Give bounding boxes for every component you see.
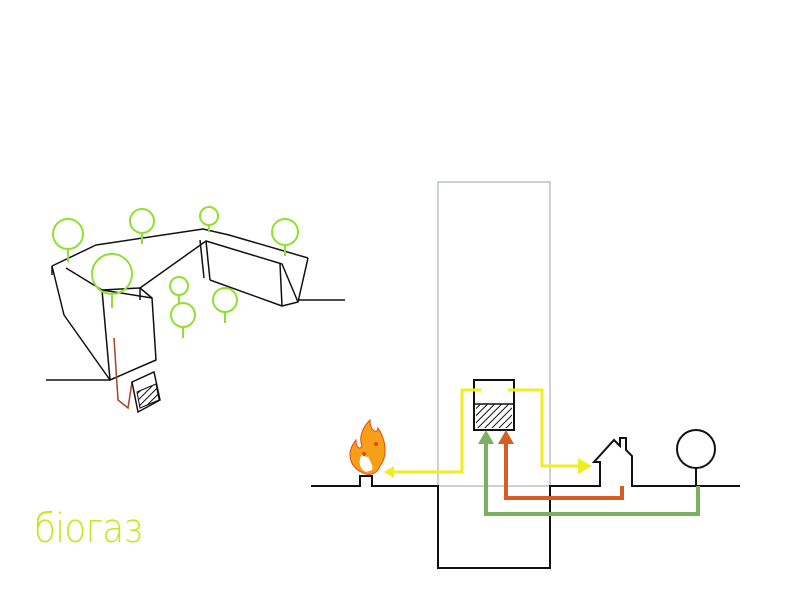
tree-icon xyxy=(129,208,155,244)
storage-tank-icon xyxy=(676,429,716,486)
tree-icon xyxy=(52,218,84,262)
column-frame xyxy=(437,181,551,487)
tree-icon xyxy=(271,218,299,256)
house-icon xyxy=(578,437,696,487)
tree-icon xyxy=(91,253,133,308)
waste-flow-green xyxy=(478,430,700,516)
gas-flow xyxy=(392,388,580,474)
tree-icon xyxy=(169,276,189,303)
tank-icon xyxy=(473,379,515,431)
building-perspective xyxy=(46,228,345,381)
diagram-title: біогаз xyxy=(34,506,143,552)
tree-icon xyxy=(199,206,219,232)
waste-flow-orange xyxy=(498,430,624,500)
tree-icon xyxy=(170,302,196,338)
ground-line xyxy=(311,475,578,569)
tree-icon xyxy=(212,287,238,323)
trees xyxy=(52,206,299,338)
digester-box xyxy=(113,337,161,414)
gas-arrow-left xyxy=(384,466,394,478)
gas-arrow-right xyxy=(578,458,592,474)
flame-icon xyxy=(349,418,386,475)
